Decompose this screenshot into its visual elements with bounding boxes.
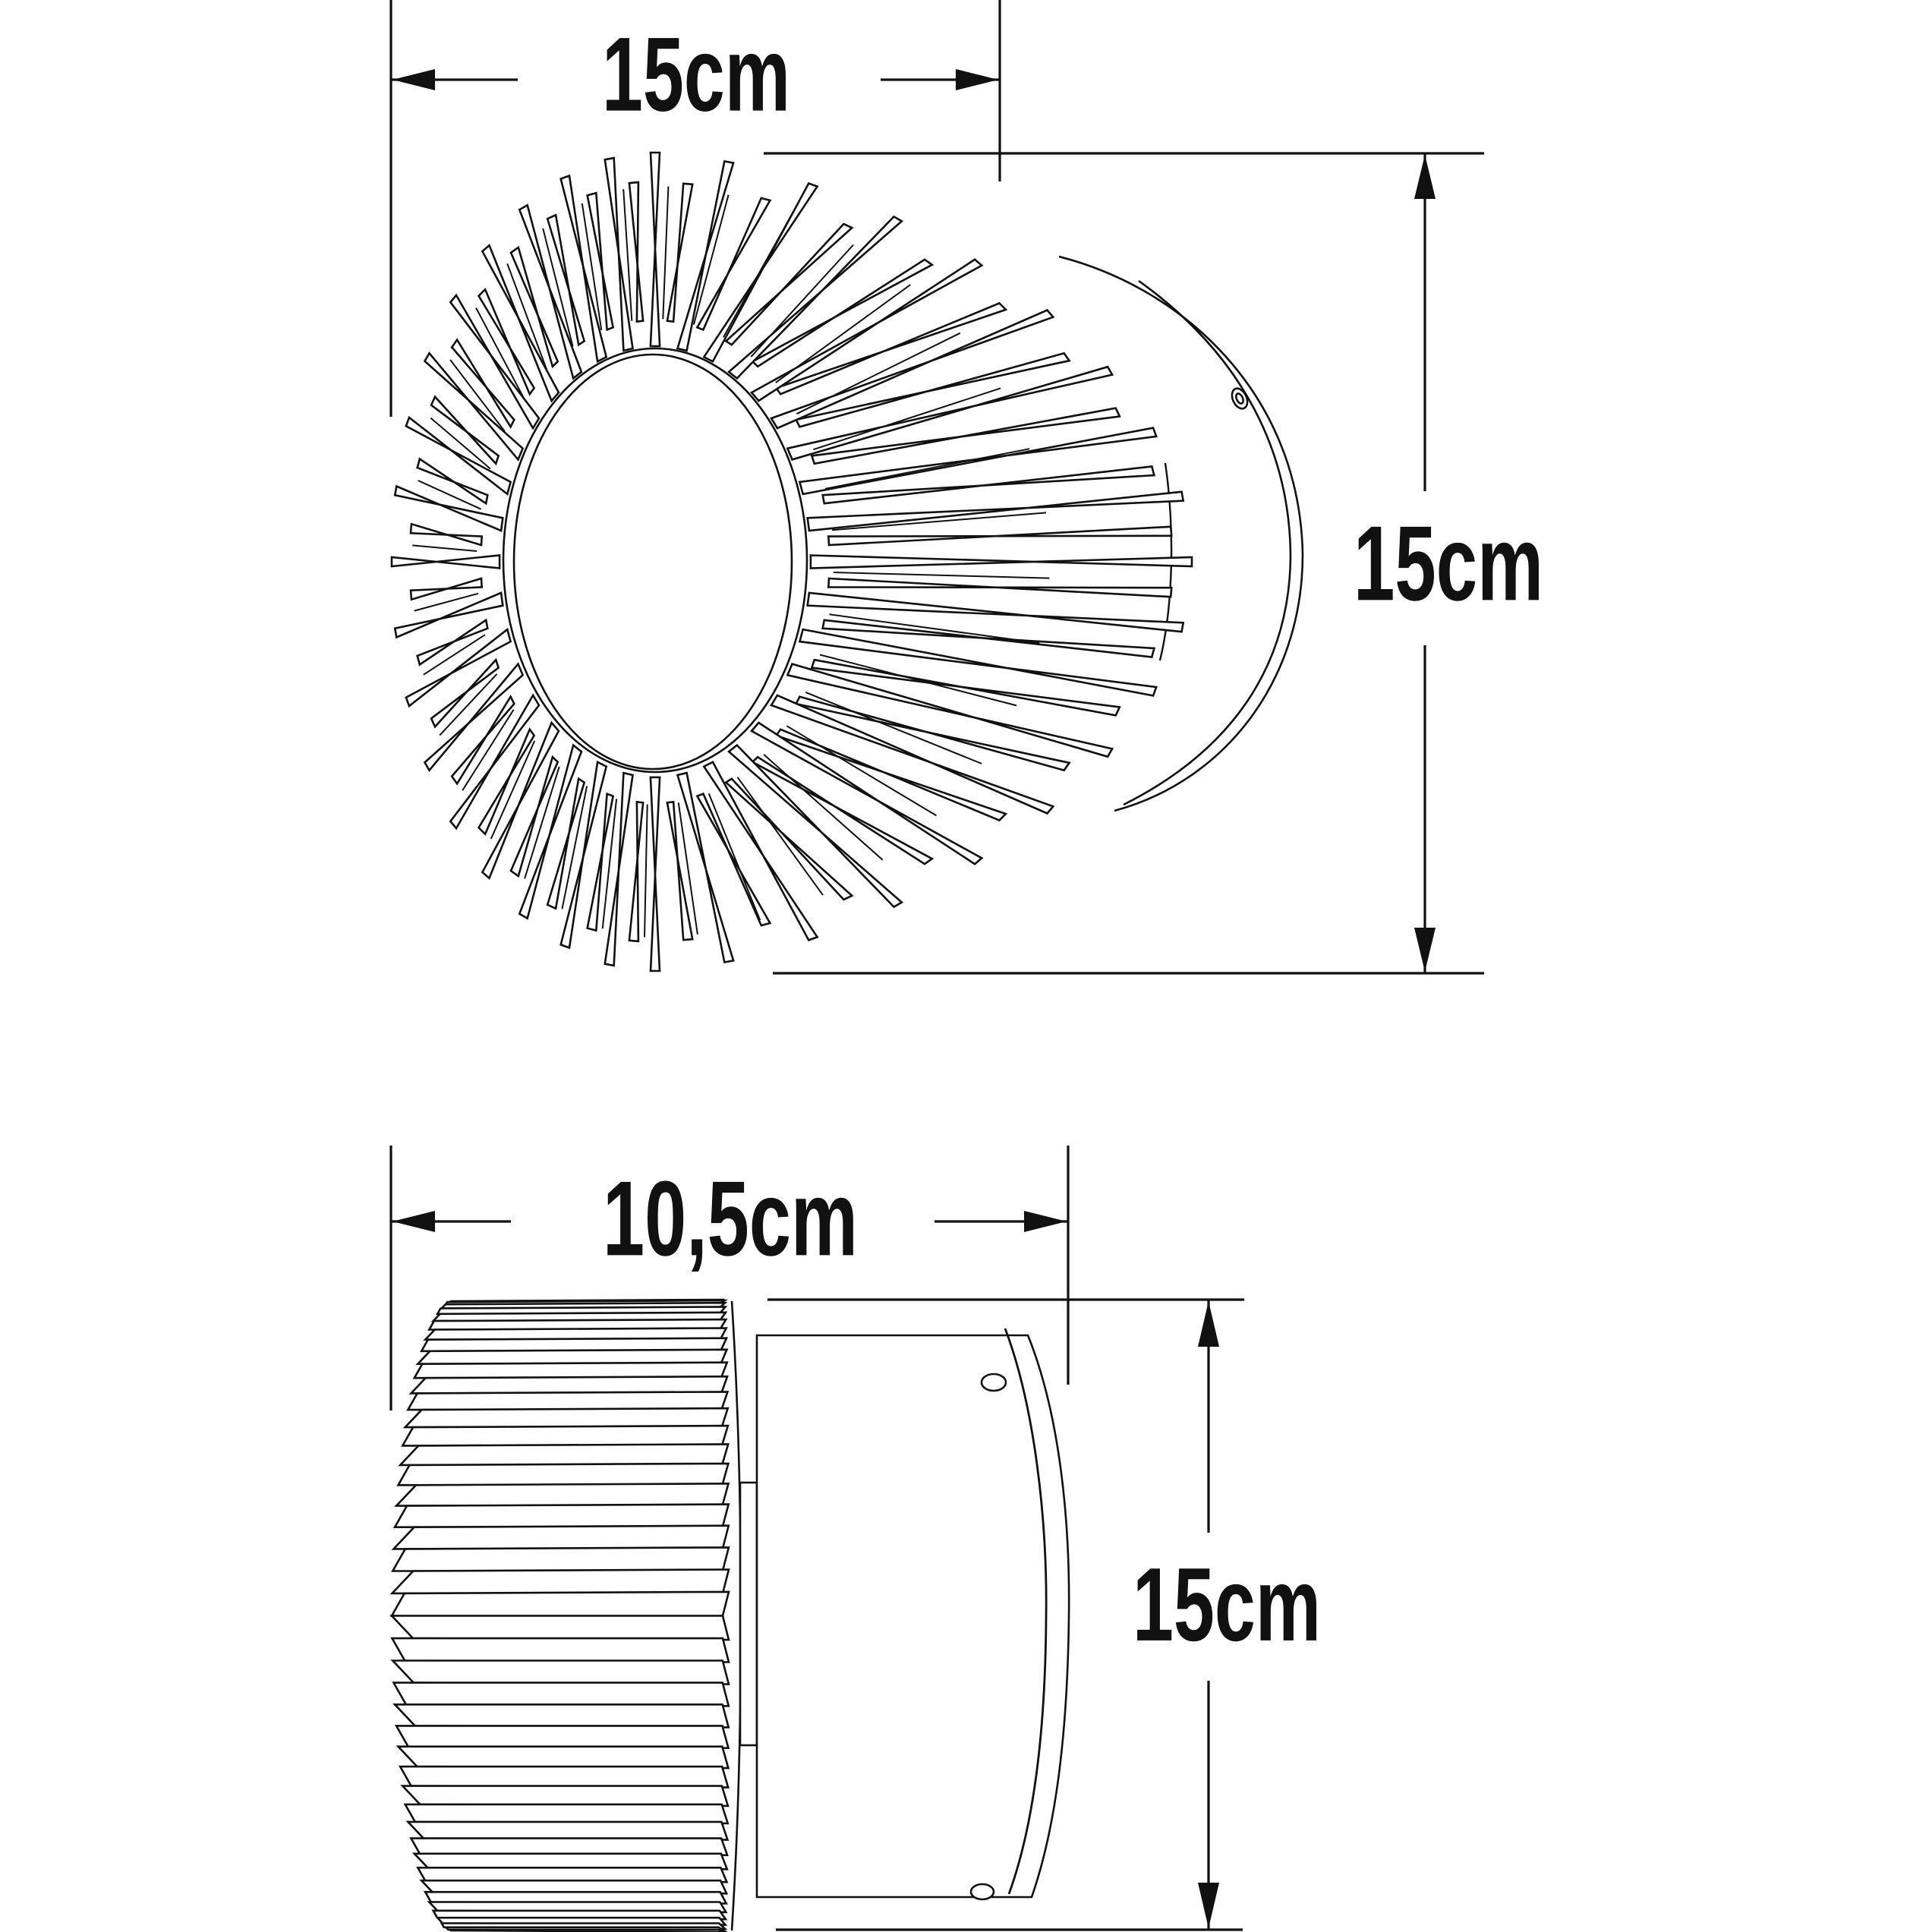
wall-body [755, 1328, 1070, 1901]
side-height-dimension [767, 1298, 1244, 1931]
side-heat-sink-fins [389, 1298, 742, 1932]
arrow-right-icon [1024, 1211, 1067, 1232]
back-cap [1058, 255, 1304, 812]
side-view [389, 1146, 1244, 1932]
mount-plate [739, 1481, 758, 1747]
front-height-label: 15cm [1354, 503, 1543, 623]
heat-sink-fins [390, 151, 1193, 972]
arrow-up-icon [1414, 155, 1436, 199]
front-width-dimension [389, 0, 1001, 417]
front-view [389, 0, 1484, 975]
arrow-left-icon [392, 69, 435, 90]
side-height-label: 15cm [1133, 1546, 1321, 1663]
lens-ring [502, 347, 808, 774]
arrow-right-icon [956, 69, 998, 90]
arrow-down-icon [1198, 1883, 1219, 1928]
front-height-dimension [764, 152, 1484, 975]
screw-hole-icon [980, 1373, 1007, 1392]
front-width-label: 15cm [602, 15, 790, 134]
arrow-left-icon [392, 1211, 435, 1232]
side-depth-dimension [389, 1146, 1070, 1410]
arrow-up-icon [1198, 1301, 1219, 1347]
side-depth-label: 10,5cm [603, 1158, 858, 1278]
arrow-down-icon [1414, 928, 1436, 972]
screw-hole-icon [969, 1883, 995, 1901]
